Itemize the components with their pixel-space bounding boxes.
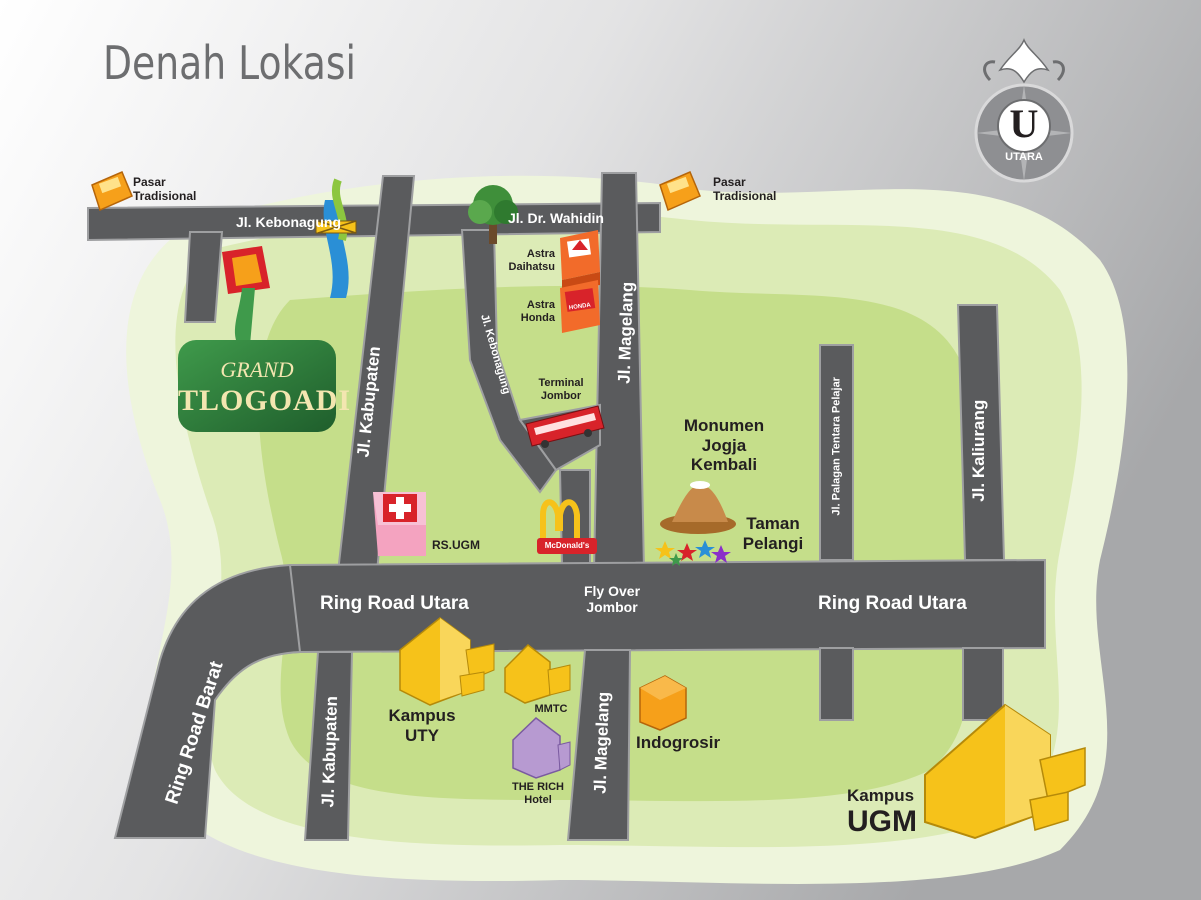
- road-ring-road-barat: [113, 563, 302, 839]
- label-pasar-left: Pasar Tradisional: [133, 175, 197, 203]
- grand-tlogoadi-marker: [178, 246, 336, 432]
- taman-pelangi-stars-icon: [655, 540, 731, 566]
- label-mmtc: MMTC: [534, 703, 568, 715]
- pasar-right-icon: [659, 171, 701, 212]
- kampus-uty-building-icon: [399, 617, 495, 706]
- label-jl-kaliurang: Jl. Kaliurang: [969, 399, 989, 502]
- road-stub-left: [183, 231, 224, 323]
- astra-honda-icon: [560, 280, 600, 333]
- road-jl-magelang-south: [566, 649, 632, 841]
- kampus-ugm-building-icon: [924, 703, 1086, 840]
- label-terminal-jombor: Terminal Jombor: [538, 377, 584, 402]
- compass-emblem: [974, 37, 1074, 183]
- label-pasar-right: Pasar Tradisional: [713, 175, 777, 203]
- grand-tlogoadi-logo: [178, 340, 336, 432]
- label-astra-honda: Astra Honda: [520, 299, 555, 324]
- compass-letter: U: [1009, 101, 1039, 146]
- compass-label: UTARA: [1005, 151, 1043, 163]
- label-jl-kebonagung: Jl. Kebonagung: [236, 214, 341, 230]
- label-ring-road-utara-right: Ring Road Utara: [818, 593, 967, 614]
- mmtc-building-icon: [504, 644, 571, 704]
- label-the-rich-hotel: THE RICH Hotel: [512, 781, 564, 806]
- label-astra-daihatsu: Astra Daihatsu: [508, 248, 555, 273]
- label-jl-kabupaten-south: Jl. Kabupaten: [318, 695, 342, 808]
- label-kampus-ugm-line2: UGM: [847, 805, 917, 838]
- label-kampus-uty: Kampus UTY: [388, 706, 456, 745]
- road-jl-palagan-south: [819, 647, 854, 721]
- label-jl-dr-wahidin: Jl. Dr. Wahidin: [508, 210, 604, 226]
- monumen-icon: [660, 481, 736, 534]
- page-title: Denah Lokasi: [103, 36, 357, 90]
- label-fly-over-jombor: Fly Over Jombor: [583, 583, 641, 616]
- river-icon: [315, 178, 357, 298]
- label-jl-magelang-south: Jl. Magelang: [590, 691, 614, 795]
- pasar-left-icon: [91, 171, 133, 212]
- label-indogrosir: Indogrosir: [636, 733, 721, 752]
- the-rich-hotel-icon: [512, 717, 571, 779]
- indogrosir-building-icon: [639, 675, 687, 731]
- label-taman-pelangi: Taman Pelangi: [742, 514, 804, 553]
- label-jl-magelang-north: Jl. Magelang: [614, 281, 638, 385]
- rs-ugm-hospital-icon: [373, 492, 426, 556]
- label-ring-road-utara-left: Ring Road Utara: [320, 593, 469, 614]
- mcdonalds-icon: [537, 499, 597, 554]
- tree-icon: [468, 185, 518, 244]
- road-jl-palagan: [819, 344, 854, 561]
- logo-line-2: TLOGOADI: [178, 384, 352, 417]
- label-jl-palagan: Jl. Palagan Tentara Pelajar: [830, 377, 843, 516]
- label-mcdonalds: McDonald's: [544, 541, 590, 550]
- label-rs-ugm: RS.UGM: [432, 538, 480, 552]
- road-jl-kaliurang-south: [962, 647, 1004, 721]
- label-kampus-ugm-line1: Kampus: [847, 786, 915, 805]
- logo-line-1: GRAND: [220, 357, 294, 382]
- label-monumen: Monumen Jogja Kembali: [683, 416, 765, 475]
- terminal-bus-icon: [525, 405, 605, 448]
- road-jl-kabupaten-south: [303, 651, 354, 841]
